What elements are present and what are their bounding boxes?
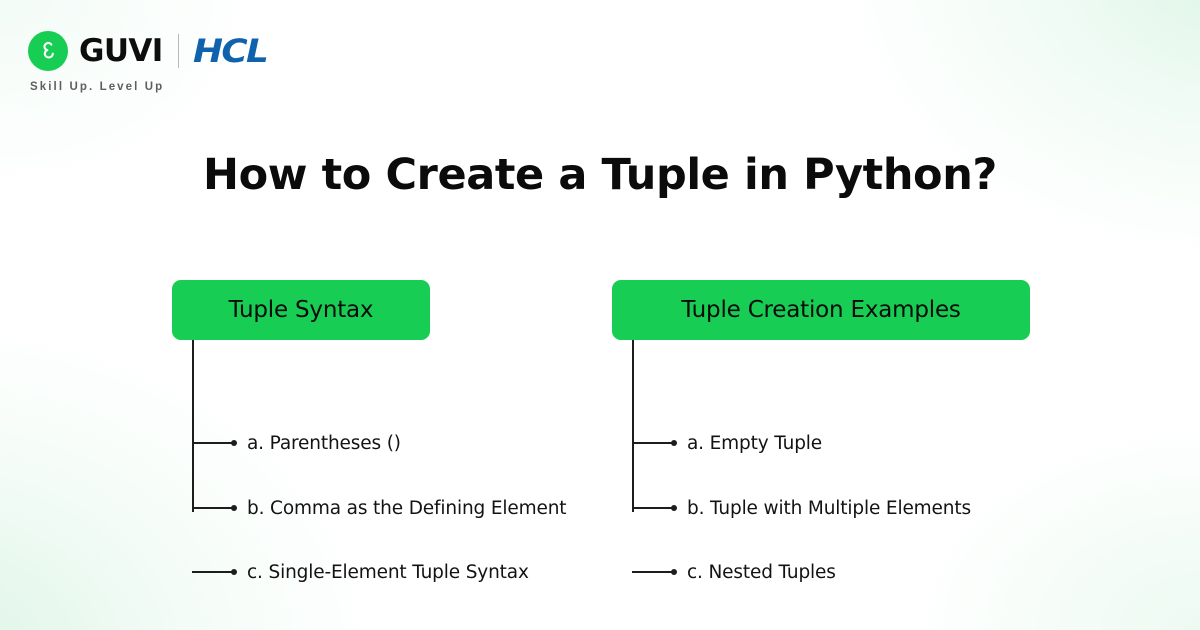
branch-connector-line (632, 571, 672, 573)
branch-connector-line (192, 507, 232, 509)
branch-bullet-dot (231, 440, 237, 446)
brand-logo-row: GUVI HCL (28, 30, 448, 72)
branch-item: b. Tuple with Multiple Elements (632, 497, 971, 519)
branch-label: c. Single-Element Tuple Syntax (247, 561, 529, 583)
branch-item: b. Comma as the Defining Element (192, 497, 567, 519)
branch-item: c. Single-Element Tuple Syntax (192, 561, 529, 583)
branch-bullet-dot (231, 569, 237, 575)
brand-tagline: Skill Up. Level Up (30, 81, 165, 93)
column-header-label: Tuple Creation Examples (681, 297, 961, 323)
column-header-box: Tuple Syntax (172, 280, 430, 340)
branch-trunk-line (632, 340, 634, 512)
branch-label: b. Tuple with Multiple Elements (687, 497, 971, 519)
branch-bullet-dot (671, 505, 677, 511)
branch-trunk-line (192, 340, 194, 512)
branch-label: a. Parentheses () (247, 432, 401, 454)
branch-connector-line (632, 507, 672, 509)
brand-header: GUVI HCL Skill Up. Level Up (28, 30, 448, 93)
branch-bullet-dot (671, 569, 677, 575)
branch-connector-line (632, 442, 672, 444)
hcl-wordmark: HCL (192, 32, 269, 70)
branch-connector-line (192, 571, 232, 573)
branch-label: b. Comma as the Defining Element (247, 497, 567, 519)
branch-bullet-dot (231, 505, 237, 511)
page-title: How to Create a Tuple in Python? (203, 150, 997, 200)
guvi-logo-icon (28, 31, 68, 71)
column-tuple-syntax: Tuple Syntax a. Parentheses () b. Comma … (172, 280, 567, 583)
column-tuple-creation-examples: Tuple Creation Examples a. Empty Tuple b… (612, 280, 1030, 583)
branch-connector-line (192, 442, 232, 444)
branch-bullet-dot (671, 440, 677, 446)
branch-label: a. Empty Tuple (687, 432, 823, 454)
branch-item: a. Parentheses () (192, 432, 401, 454)
column-header-label: Tuple Syntax (228, 297, 374, 323)
branch-label: c. Nested Tuples (687, 561, 836, 583)
guvi-wordmark: GUVI (79, 32, 163, 69)
branch-item: a. Empty Tuple (632, 432, 823, 454)
brand-divider (177, 34, 179, 68)
column-header-box: Tuple Creation Examples (612, 280, 1030, 340)
branch-item: c. Nested Tuples (632, 561, 836, 583)
